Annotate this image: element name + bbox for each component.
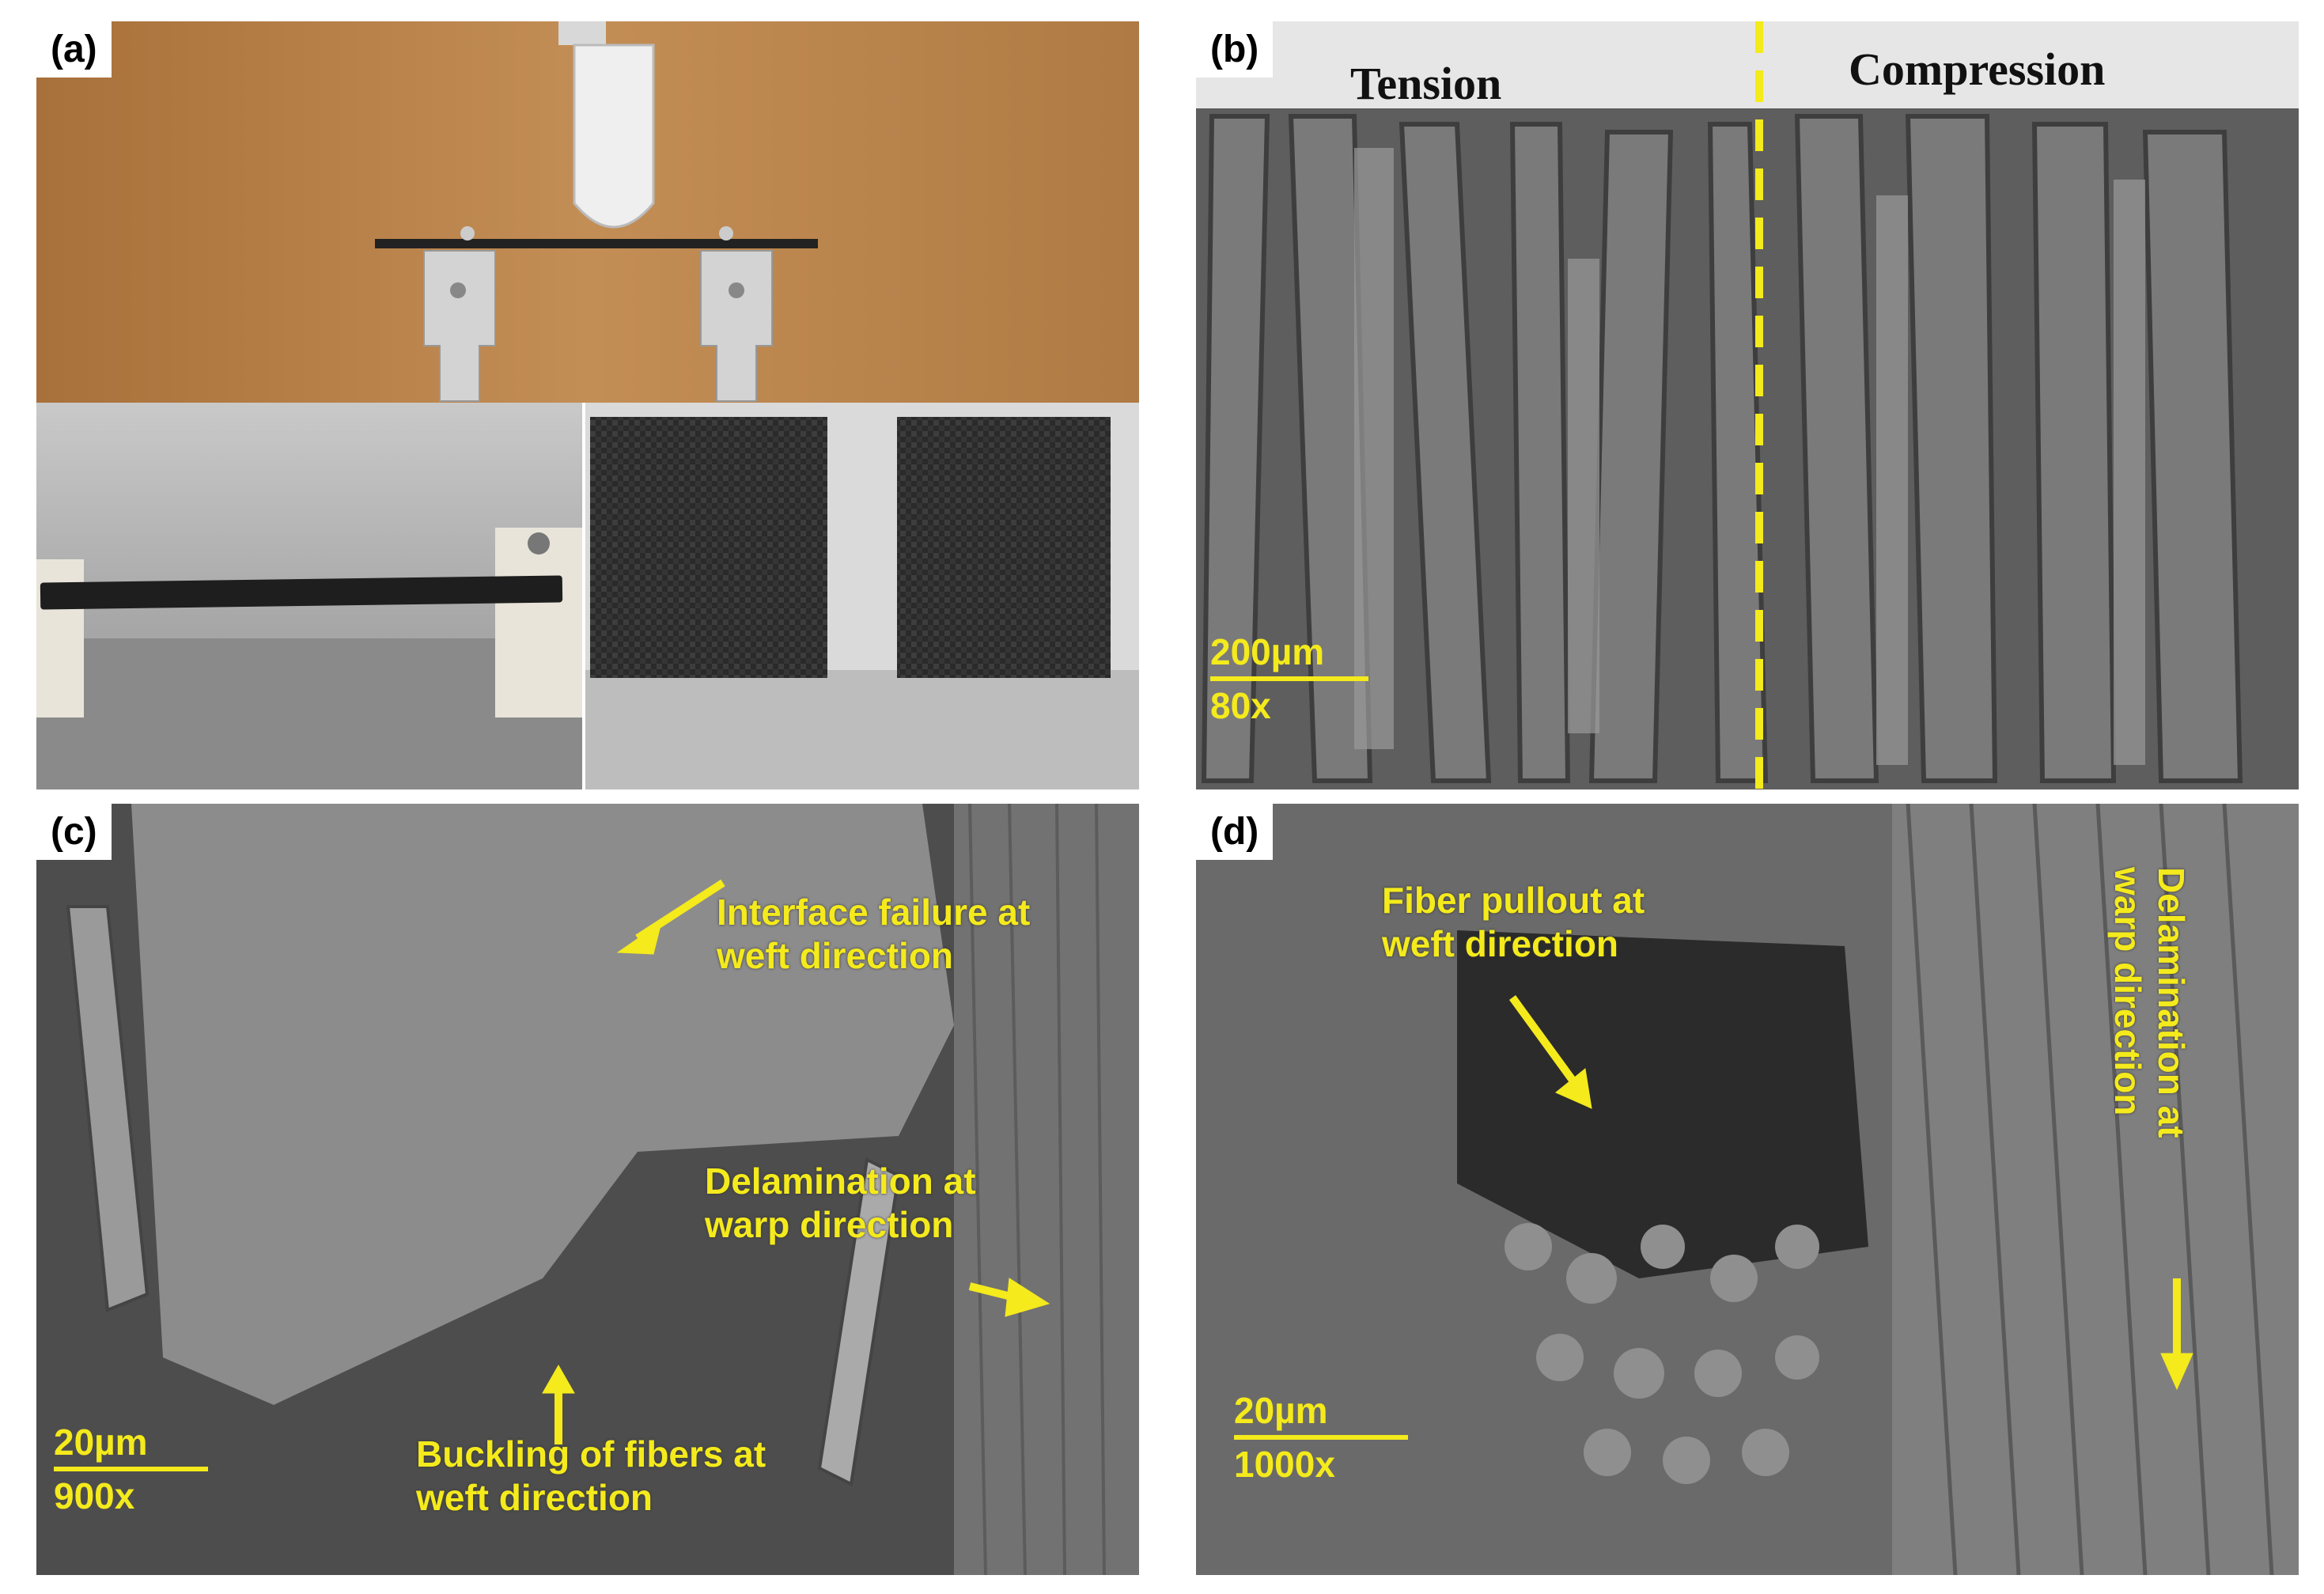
magnification-b: 80x [1210,685,1271,726]
annotation-buckling-line2: weft direction [416,1477,653,1519]
panel-c-label: (c) [36,804,112,860]
annotation-delamination-d-line2: warp direction [2106,867,2148,1116]
annotation-delamination-c: Delamination at warp direction [705,1160,976,1247]
scale-bar-b: 200µm 80x [1210,630,1368,727]
panel-b-label: (b) [1196,21,1274,78]
panel-c: (c) Interface failure at weft direction … [36,804,1139,1575]
annotation-delamination-c-line2: warp direction [705,1204,954,1246]
panel-d-label: (d) [1196,804,1274,860]
tension-label: Tension [1350,58,1502,109]
compression-label: Compression [1849,44,2106,95]
annotation-delamination-d-line1: Delamination at [2151,867,2192,1138]
sem-fracture-image-b [1196,21,2299,789]
panel-a: . (a) [36,21,1139,789]
panel-d: (d) Fiber pullout at weft direction Dela… [1196,804,2299,1575]
annotation-delamination-c-line1: Delamination at [705,1160,976,1202]
annotation-fiber-pullout-line1: Fiber pullout at [1382,880,1645,921]
annotation-interface-failure-line1: Interface failure at [717,892,1031,933]
annotation-interface-failure: Interface failure at weft direction [717,891,1030,978]
sem-fracture-image-c [36,804,1139,1575]
scale-bar-d: 20µm 1000x [1234,1389,1408,1486]
three-point-bending-photo: . [36,21,1139,789]
scale-line-d [1234,1435,1408,1440]
annotation-fiber-pullout: Fiber pullout at weft direction [1382,879,1645,966]
sem-fracture-image-d [1196,804,2299,1575]
annotation-delamination-d: Delamination at warp direction [2106,867,2193,1138]
panel-a-label: (a) [36,21,112,78]
panel-b: (b) Tension Compression 200µm 80x [1196,21,2299,789]
scale-bar-c: 20µm 900x [54,1421,208,1517]
scale-length-b: 200µm [1210,631,1325,672]
scale-line-c [54,1467,208,1471]
scale-length-d: 20µm [1234,1390,1328,1431]
magnification-d: 1000x [1234,1444,1335,1485]
scale-length-c: 20µm [54,1422,148,1463]
scale-line-b [1210,676,1368,681]
annotation-interface-failure-line2: weft direction [717,935,954,977]
magnification-c: 900x [54,1475,135,1516]
annotation-buckling: Buckling of fibers at weft direction [416,1433,766,1520]
annotation-buckling-line1: Buckling of fibers at [416,1433,766,1475]
annotation-fiber-pullout-line2: weft direction [1382,923,1619,965]
